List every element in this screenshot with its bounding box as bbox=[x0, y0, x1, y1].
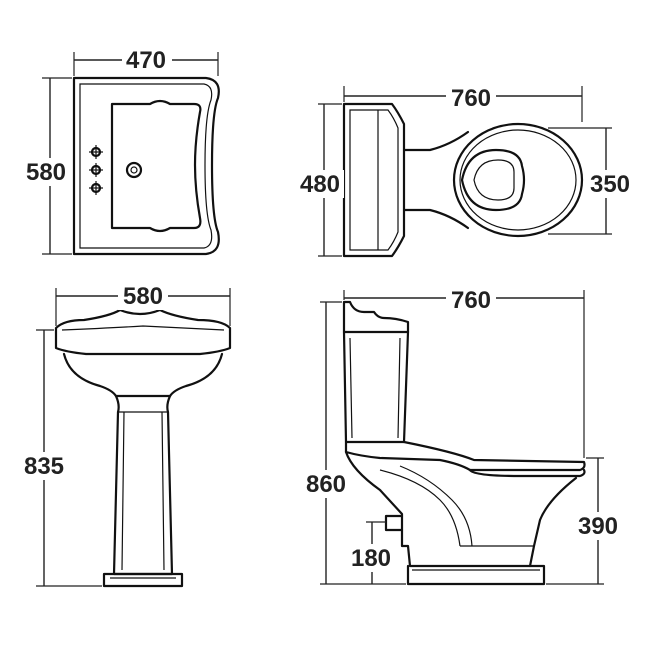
wc-top-pan-width-label: 350 bbox=[590, 171, 630, 198]
basin-front-height-label: 835 bbox=[24, 453, 64, 480]
basin-top-width-label: 470 bbox=[126, 47, 166, 74]
basin-top-view bbox=[42, 52, 220, 256]
wc-top-cistern-width-label: 480 bbox=[300, 171, 340, 198]
wc-side-outlet-height-label: 180 bbox=[351, 545, 391, 572]
wc-side-pan-height-label: 390 bbox=[578, 513, 618, 540]
basin-pedestal-front-view bbox=[36, 288, 232, 588]
wc-side-height-label: 860 bbox=[306, 471, 346, 498]
wc-top-length-label: 760 bbox=[451, 85, 491, 112]
basin-front-width-label: 580 bbox=[123, 283, 163, 310]
wc-top-view bbox=[318, 86, 612, 258]
basin-top-depth-label: 580 bbox=[26, 159, 66, 186]
wc-side-view bbox=[320, 290, 604, 586]
tap-holes-icon bbox=[89, 145, 103, 195]
wc-side-length-label: 760 bbox=[451, 287, 491, 314]
